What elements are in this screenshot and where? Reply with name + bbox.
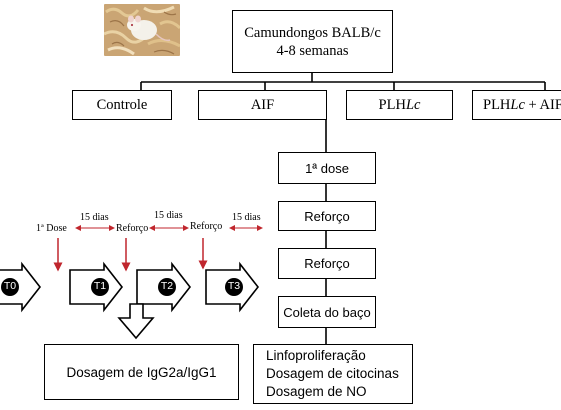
result-no-label: Dosagem de NO — [266, 384, 367, 399]
group-label-plhlc: PLHLc — [378, 96, 421, 113]
dose-arrows — [53, 238, 208, 272]
step-first-dose-box: 1ª dose — [278, 152, 376, 184]
timepoint-t1: T1 — [93, 280, 107, 292]
timeline-booster2-label: Reforço — [190, 221, 223, 232]
group-box-plhlc: PLHLc — [346, 90, 453, 120]
timepoint-circles — [1, 278, 243, 296]
group-label-plhlc-aif: PLHLc + AIF — [483, 96, 561, 113]
result-antibody-label: Dosagem de IgG2a/IgG1 — [66, 364, 217, 380]
step-spleen-collection-box: Coleta do baço — [278, 296, 376, 328]
timeline-booster1-label: Reforço — [116, 223, 149, 234]
step-first-dose-label: 1ª dose — [305, 160, 349, 176]
timepoint-arrows — [0, 261, 260, 313]
result-lymphoproliferation-label: Linfoproliferação — [266, 348, 366, 363]
step-booster2-label: Reforço — [304, 256, 350, 271]
step-booster2-box: Reforço — [278, 248, 376, 279]
timeline-interval-label-3: 15 dias — [232, 212, 261, 223]
result-cytokines-label: Dosagem de citocinas — [266, 366, 399, 381]
group-label-aif: AIF — [250, 96, 275, 113]
step-spleen-collection-label: Coleta do baço — [283, 304, 371, 320]
group-box-aif: AIF — [198, 90, 327, 120]
result-antibody-box: Dosagem de IgG2a/IgG1 — [44, 344, 239, 400]
timeline-interval-label-1: 15 dias — [80, 212, 109, 223]
mice-strain-label: Camundongos BALB/c — [244, 24, 381, 41]
group-label-controle: Controle — [96, 96, 148, 113]
hollow-down-arrow — [117, 303, 155, 340]
timepoint-t3: T3 — [227, 280, 241, 292]
result-assays-box: Linfoproliferação Dosagem de citocinas D… — [253, 344, 413, 404]
step-booster1-label: Reforço — [304, 208, 350, 224]
mice-age-label: 4-8 semanas — [276, 42, 349, 59]
group-box-controle: Controle — [72, 90, 172, 120]
step-booster1-box: Reforço — [278, 201, 376, 231]
mouse-photo — [104, 4, 180, 56]
mice-strain-box: Camundongos BALB/c 4-8 semanas — [232, 10, 393, 73]
group-box-plhlc-aif: PLHLc + AIF — [472, 90, 561, 120]
timepoint-t2: T2 — [160, 280, 174, 292]
timeline-interval-label-2: 15 dias — [154, 210, 183, 221]
timepoint-t0: T0 — [3, 280, 17, 292]
timeline-first-dose-label: 1ª Dose — [36, 223, 67, 234]
